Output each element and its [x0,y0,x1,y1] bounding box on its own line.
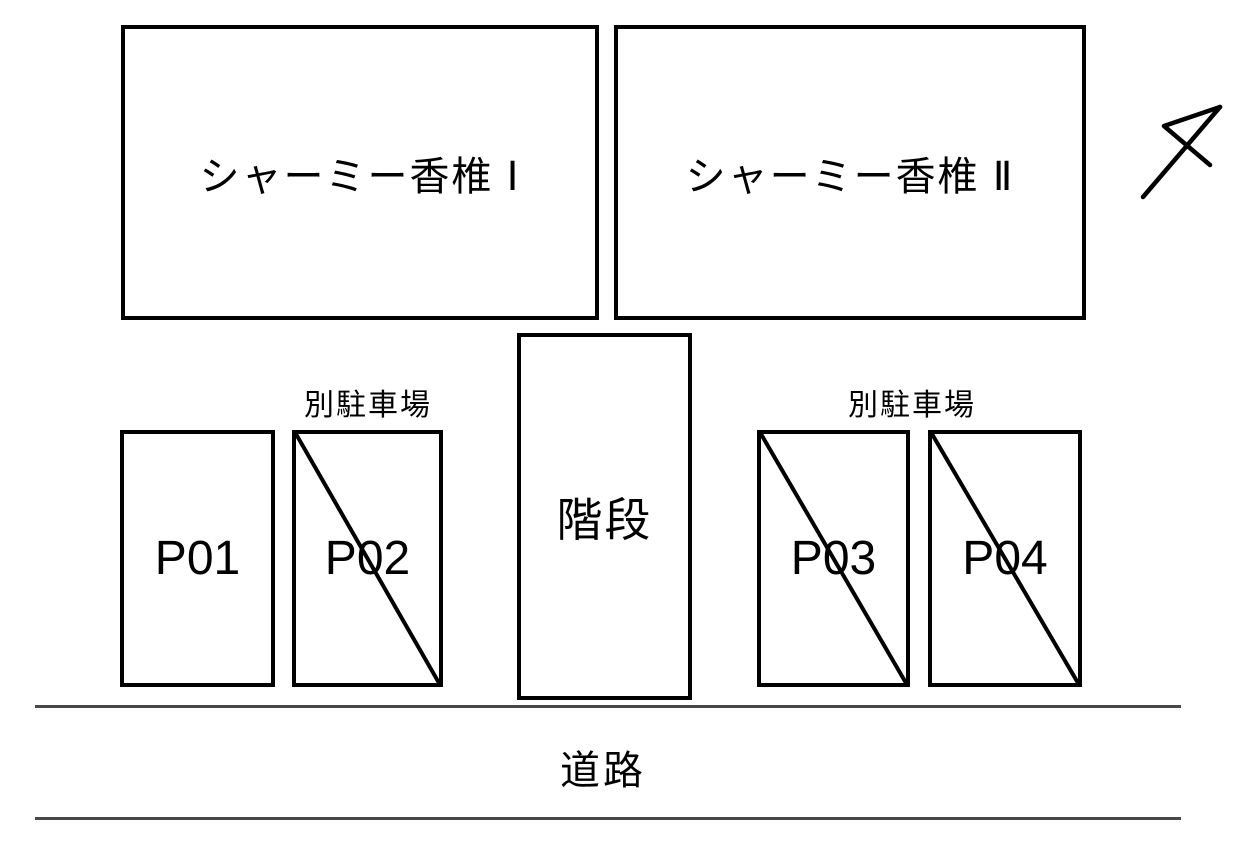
parking-space-p03: P03 [757,430,910,687]
road-label: 道路 [560,749,646,793]
parking-space-p02: P02 [292,430,443,687]
north-arrow-icon [1140,104,1223,200]
parking-space-p04: P04 [928,430,1082,687]
building-2-label: シャーミー香椎 Ⅱ [685,154,1015,199]
diagonal-strike [296,434,439,683]
road-edge-line-bottom [35,817,1181,820]
stairs-label: 階段 [556,493,653,546]
building-1-box: シャーミー香椎 Ⅰ [121,25,599,320]
parking-space-label: P03 [790,532,877,585]
road-edge-line-top [35,705,1181,708]
parking-space-label: P01 [154,532,241,585]
diagonal-strike [761,434,906,683]
parking-space-label: P04 [962,532,1048,585]
parking-space-p01: P01 [120,430,275,687]
separate-parking-label-right: 別駐車場 [848,389,976,422]
building-2-box: シャーミー香椎 Ⅱ [614,25,1086,320]
separate-parking-label-left: 別駐車場 [304,389,432,422]
stairs-box: 階段 [517,333,692,700]
parking-space-label: P02 [324,532,411,585]
diagonal-strike [932,434,1078,683]
building-1-label: シャーミー香椎 Ⅰ [199,154,521,199]
